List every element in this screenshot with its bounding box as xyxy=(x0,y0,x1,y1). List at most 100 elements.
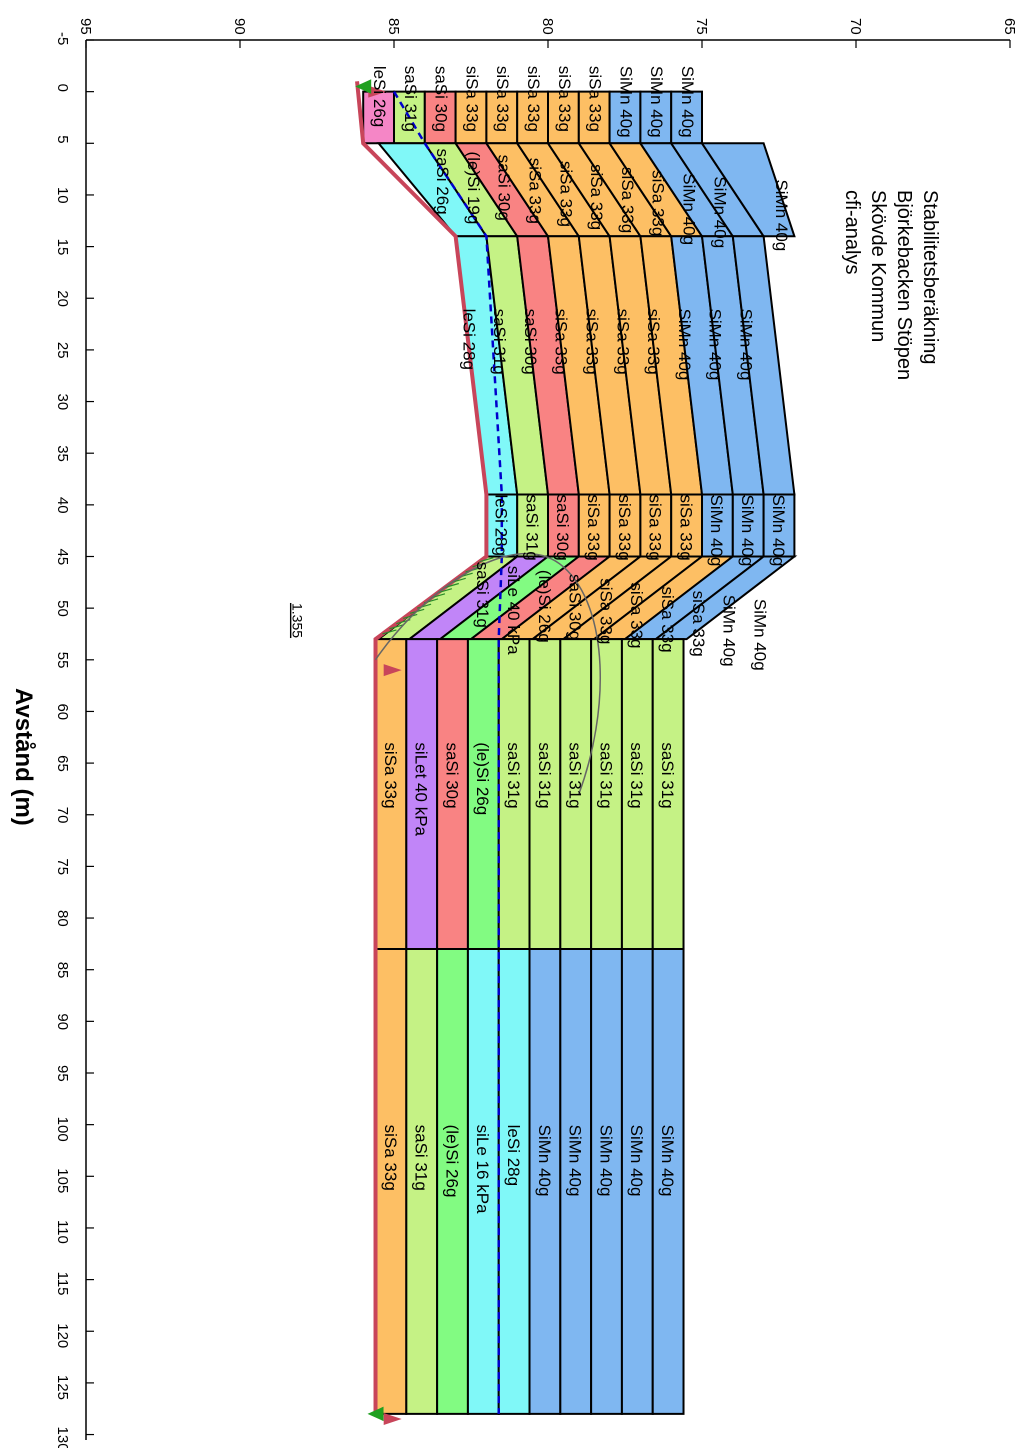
label-far-right-0: siSa 33g xyxy=(381,1125,400,1191)
distance-tick-label: 15 xyxy=(54,239,71,256)
distance-tick-label: 60 xyxy=(54,703,71,720)
label-slope-9: SiMn 40g xyxy=(710,176,729,248)
label-slope-4: siSa 33g xyxy=(556,161,575,227)
label-lower-slope-0: saSi 31g xyxy=(473,562,492,628)
distance-tick-label: 65 xyxy=(54,755,71,772)
label-slope-8: SiMn 40g xyxy=(680,173,699,245)
label-far-right-7: SiMn 40g xyxy=(596,1125,615,1197)
distance-tick-label: 125 xyxy=(54,1375,71,1400)
distance-tick-label: 130 xyxy=(54,1427,71,1448)
label-slope-2: saSi 30g xyxy=(495,155,514,221)
distance-tick-label: 0 xyxy=(54,84,71,92)
label-top-left-10: SiMn 40g xyxy=(678,66,697,138)
end-arrow xyxy=(383,1413,402,1426)
title-line-0: Stabilitetsberäkning xyxy=(919,190,941,365)
title-line-3: cfi-analys xyxy=(841,190,863,274)
distance-tick-label: 95 xyxy=(54,1065,71,1082)
label-far-right-3: siLe 16 kPa xyxy=(473,1125,492,1214)
label-bench-end-7: SiMn 40g xyxy=(707,495,726,567)
label-slope-5: siSa 33g xyxy=(587,164,606,230)
distance-tick-label: 105 xyxy=(54,1168,71,1193)
label-bench-0: leSi 28g xyxy=(459,309,478,370)
load-hatch xyxy=(437,588,453,594)
load-hatch xyxy=(389,624,404,630)
label-top-left-0: leSi 26g xyxy=(370,66,389,127)
elevation-tick-label: 75 xyxy=(693,18,710,35)
label-mid-right-6: saSi 31g xyxy=(566,742,585,808)
label-bench-7: SiMn 40g xyxy=(675,309,694,381)
label-top-left-5: siSa 33g xyxy=(524,66,543,132)
label-far-right-6: SiMn 40g xyxy=(566,1125,585,1197)
elevation-tick-label: 95 xyxy=(77,18,94,35)
label-far-right-8: SiMn 40g xyxy=(627,1125,646,1197)
label-bench-end-3: siSa 33g xyxy=(584,495,603,561)
elevation-tick-label: 70 xyxy=(847,18,864,35)
label-far-right-4: leSi 28g xyxy=(504,1125,523,1186)
label-lower-slope-7: siSa 33g xyxy=(689,591,708,657)
load-hatch xyxy=(416,603,432,609)
label-bench-end-2: saSi 30g xyxy=(553,495,572,561)
slope-arrow xyxy=(383,664,402,677)
label-bench-2: saSi 30g xyxy=(521,309,540,375)
distance-tick-label: 100 xyxy=(54,1117,71,1142)
label-bench-end-9: SiMn 40g xyxy=(769,495,788,567)
label-bench-1: saSi 31g xyxy=(490,309,509,375)
label-bench-end-4: siSa 33g xyxy=(615,495,634,561)
label-bench-end-0: leSi 28g xyxy=(492,495,511,556)
distance-tick-label: 85 xyxy=(54,962,71,979)
title-line-1: Björkebacken Stöpen xyxy=(893,190,915,380)
label-lower-slope-6: siSa 33g xyxy=(658,586,677,652)
axes: 65707580859095-5051015202530354045505560… xyxy=(10,18,1018,1448)
label-top-left-6: siSa 33g xyxy=(555,66,574,132)
label-lower-slope-9: SiMn 40g xyxy=(750,599,769,671)
label-mid-right-2: saSi 30g xyxy=(442,742,461,808)
distance-tick-label: 70 xyxy=(54,807,71,824)
label-slope-10: SiMn 40g xyxy=(772,179,791,251)
label-mid-right-7: saSi 31g xyxy=(596,742,615,808)
label-top-left-9: SiMn 40g xyxy=(647,66,666,138)
distance-tick-label: 50 xyxy=(54,600,71,617)
distance-tick-label: 55 xyxy=(54,652,71,669)
label-mid-right-4: saSi 31g xyxy=(504,742,523,808)
elevation-tick-label: 90 xyxy=(231,18,248,35)
factor-of-safety: 1.355 xyxy=(289,603,305,638)
label-bench-end-5: siSa 33g xyxy=(646,495,665,561)
label-slope-0: saSi 26g xyxy=(433,148,452,214)
distance-tick-label: 80 xyxy=(54,910,71,927)
load-hatch xyxy=(382,629,397,635)
profile-lines xyxy=(355,79,601,1426)
distance-tick-label: 40 xyxy=(54,497,71,514)
elevation-tick-label: 80 xyxy=(539,18,556,35)
label-bench-end-1: saSi 31g xyxy=(522,495,541,561)
distance-tick-label: 115 xyxy=(54,1272,71,1296)
label-top-left-8: SiMn 40g xyxy=(616,66,635,138)
distance-tick-label: 10 xyxy=(54,187,71,204)
label-bench-end-6: siSa 33g xyxy=(676,495,695,561)
distance-tick-label: 120 xyxy=(54,1323,71,1348)
label-mid-right-0: siSa 33g xyxy=(381,742,400,808)
label-lower-slope-5: siSa 33g xyxy=(627,582,646,648)
ground-surface-line xyxy=(355,81,489,1414)
load-hatch xyxy=(444,582,459,589)
load-hatch xyxy=(403,613,418,620)
label-bench-6: siSa 33g xyxy=(644,309,663,375)
label-lower-slope-2: (le)Si 26g xyxy=(535,570,554,643)
label-top-left-4: siSa 33g xyxy=(493,66,512,132)
label-lower-slope-1: siLe 40 kPa xyxy=(504,566,523,655)
label-bench-3: siSa 33g xyxy=(552,309,571,375)
load-hatch xyxy=(479,557,494,563)
groundwater-line xyxy=(392,91,504,1414)
label-far-right-2: (le)Si 26g xyxy=(442,1125,461,1198)
label-lower-slope-3: saSi 30g xyxy=(566,574,585,640)
distance-tick-label: 25 xyxy=(54,342,71,359)
soil-layers xyxy=(362,90,798,1415)
label-mid-right-5: saSi 31g xyxy=(535,742,554,808)
label-top-left-2: saSi 30g xyxy=(432,66,451,132)
distance-axis-title: Avstånd (m) xyxy=(10,688,37,826)
distance-tick-label: 35 xyxy=(54,445,71,462)
label-top-left-1: saSi 31g xyxy=(401,66,420,132)
slip-surface xyxy=(374,552,601,795)
distance-tick-label: -5 xyxy=(54,32,71,45)
label-mid-right-3: (le)Si 26g xyxy=(473,742,492,815)
